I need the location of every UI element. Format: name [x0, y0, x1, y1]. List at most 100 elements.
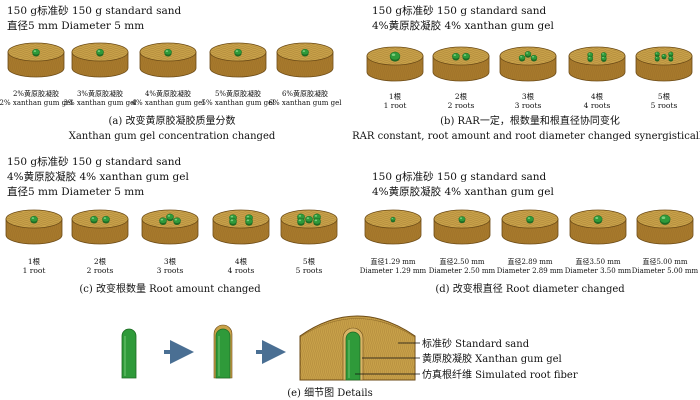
- sample-b-4-en: 4 roots: [584, 101, 611, 110]
- root-fiber-highlight: [391, 217, 394, 219]
- root-fiber-highlight: [235, 50, 239, 52]
- panel-b-header-line-2: 4%黄原胶凝胶 4% xanthan gum gel: [372, 19, 554, 32]
- sample-a-1: 2%黄原胶凝胶 2% xanthan gum gel: [0, 42, 73, 107]
- root-fiber-icon: [462, 52, 470, 60]
- sand-specimen-icon: [139, 42, 197, 78]
- sample-d-2: 直径2.50 mm Diameter 2.50 mm: [429, 209, 496, 275]
- root-fiber-icon: [587, 55, 594, 61]
- sample-a-1-en: 2% xanthan gum gel: [0, 99, 73, 107]
- sample-c-5-en: 5 roots: [296, 266, 323, 275]
- sample-b-3: 3根 3 roots: [499, 46, 557, 110]
- specimen-cross-section: [299, 315, 416, 381]
- panel-b-caption-en: RAR constant, root amount and root diame…: [352, 131, 700, 142]
- root-fiber-icon: [30, 215, 38, 223]
- panel-e-caption: (e) 细节图 Details: [287, 386, 373, 399]
- sample-b-5: 5根 5 roots: [635, 46, 693, 110]
- sample-a-5-en: 6% xanthan gum gel: [269, 99, 343, 107]
- root-fiber-highlight: [526, 52, 529, 54]
- panel-c-samples: 1根 1 root 2根 2 roots 3根 3 roots 4根 4 roo…: [5, 209, 338, 275]
- panel-b-caption-zh: (b) RAR一定，根数量和根直径协同变化: [440, 114, 620, 127]
- sand-specimen-icon: [71, 209, 129, 245]
- sand-specimen-icon: [5, 209, 63, 245]
- root-fiber-icon: [164, 48, 172, 56]
- root-fiber-highlight: [453, 54, 457, 56]
- panel-a-caption-en: Xanthan gum gel concentration changed: [69, 131, 276, 142]
- root-fiber-icon: [173, 217, 181, 224]
- root-fiber-highlight: [655, 52, 658, 54]
- panel-a-header-line-1: 150 g标准砂 150 g standard sand: [7, 4, 181, 17]
- root-fiber-icon: [668, 56, 674, 61]
- root-fiber-highlight: [165, 50, 169, 52]
- sample-a-3: 4%黄原胶凝胶 4% xanthan gum gel: [132, 42, 205, 107]
- panel-a-samples: 2%黄原胶凝胶 2% xanthan gum gel 3%黄原胶凝胶 3% xa…: [0, 42, 343, 107]
- root-fiber-highlight: [246, 215, 250, 218]
- sample-d-2-zh: 直径2.50 mm: [439, 257, 484, 266]
- root-fiber-icon: [600, 55, 607, 61]
- panel-c-caption: (c) 改变根数量 Root amount changed: [79, 282, 261, 295]
- sand-specimen-icon: [501, 209, 559, 245]
- root-fiber-highlight: [602, 53, 604, 55]
- sample-d-3-zh: 直径2.89 mm: [507, 257, 552, 266]
- root-fiber-icon: [659, 214, 671, 224]
- sample-d-5-zh: 直径5.00 mm: [642, 257, 687, 266]
- sample-c-5: 5根 5 roots: [280, 209, 338, 275]
- root-fiber-highlight: [532, 56, 535, 58]
- root-fiber-icon: [166, 213, 174, 220]
- panel-a: 150 g标准砂 150 g standard sand 直径5 mm Diam…: [0, 4, 342, 142]
- root-fiber-highlight: [527, 217, 531, 220]
- sample-a-1-zh: 2%黄原胶凝胶: [13, 89, 59, 98]
- sample-b-2-zh: 2根: [455, 91, 468, 101]
- root-fiber-highlight: [595, 216, 599, 219]
- root-fiber-icon: [668, 51, 674, 56]
- root-fiber-icon: [452, 52, 460, 60]
- sample-b-2: 2根 2 roots: [432, 46, 490, 110]
- root-fiber-highlight: [230, 215, 234, 218]
- sample-d-2-en: Diameter 2.50 mm: [429, 267, 496, 275]
- sand-specimen-icon: [432, 46, 490, 82]
- root-fiber-icon: [301, 48, 309, 56]
- panel-b-header-line-1: 150 g标准砂 150 g standard sand: [372, 4, 546, 17]
- label-standard-sand: 标准砂 Standard sand: [422, 337, 530, 350]
- sample-b-4: 4根 4 roots: [568, 46, 626, 110]
- root-fiber-highlight: [602, 56, 604, 59]
- sample-a-3-zh: 4%黄原胶凝胶: [145, 89, 191, 98]
- bare-root-fiber-icon: [121, 328, 137, 379]
- root-fiber-highlight: [91, 217, 95, 220]
- sand-specimen-icon: [7, 42, 65, 78]
- panel-d-caption: (d) 改变根直径 Root diameter changed: [435, 282, 625, 295]
- root-fiber-highlight: [167, 214, 171, 217]
- sample-b-2-en: 2 roots: [448, 101, 475, 110]
- sample-a-5-zh: 6%黄原胶凝胶: [282, 89, 328, 98]
- sample-c-1-en: 1 root: [23, 266, 46, 275]
- root-fiber-highlight: [103, 217, 107, 220]
- root-fiber-icon: [32, 48, 40, 56]
- sample-b-5-en: 5 roots: [651, 101, 678, 110]
- panel-b-samples: 1根 1 root 2根 2 roots 3根 3 roots 4根 4 roo…: [366, 46, 693, 110]
- sample-d-1: 直径1.29 mm Diameter 1.29 mm: [360, 209, 427, 275]
- root-fiber-highlight: [246, 219, 250, 222]
- sample-b-4-zh: 4根: [591, 91, 604, 101]
- root-fiber-highlight: [298, 214, 302, 217]
- sand-specimen-icon: [364, 209, 422, 245]
- root-fiber-highlight: [33, 50, 37, 52]
- root-fiber-highlight: [298, 219, 302, 222]
- sand-specimen-icon: [569, 209, 627, 245]
- root-fiber-icon: [390, 216, 396, 222]
- sample-a-2-zh: 3%黄原胶凝胶: [77, 89, 123, 98]
- sand-specimen-icon: [635, 46, 693, 82]
- panel-c: 150 g标准砂 150 g standard sand 4%黄原胶凝胶 4% …: [5, 155, 338, 295]
- root-fiber-highlight: [302, 50, 306, 52]
- root-fiber-icon: [389, 51, 401, 61]
- panel-d-header-line-2: 4%黄原胶凝胶 4% xanthan gum gel: [372, 185, 554, 198]
- root-fiber-highlight: [306, 217, 310, 220]
- sand-specimen-icon: [276, 42, 334, 78]
- root-fiber-highlight: [160, 218, 164, 221]
- root-fiber-highlight: [661, 216, 666, 219]
- sample-b-5-zh: 5根: [658, 91, 671, 101]
- root-fiber-highlight: [588, 56, 591, 59]
- root-fiber-icon: [654, 51, 660, 56]
- root-fiber-highlight: [391, 53, 396, 56]
- panel-d-header-line-1: 150 g标准砂 150 g standard sand: [372, 170, 546, 183]
- sample-a-4: 5%黄原胶凝胶 5% xanthan gum gel: [202, 42, 275, 107]
